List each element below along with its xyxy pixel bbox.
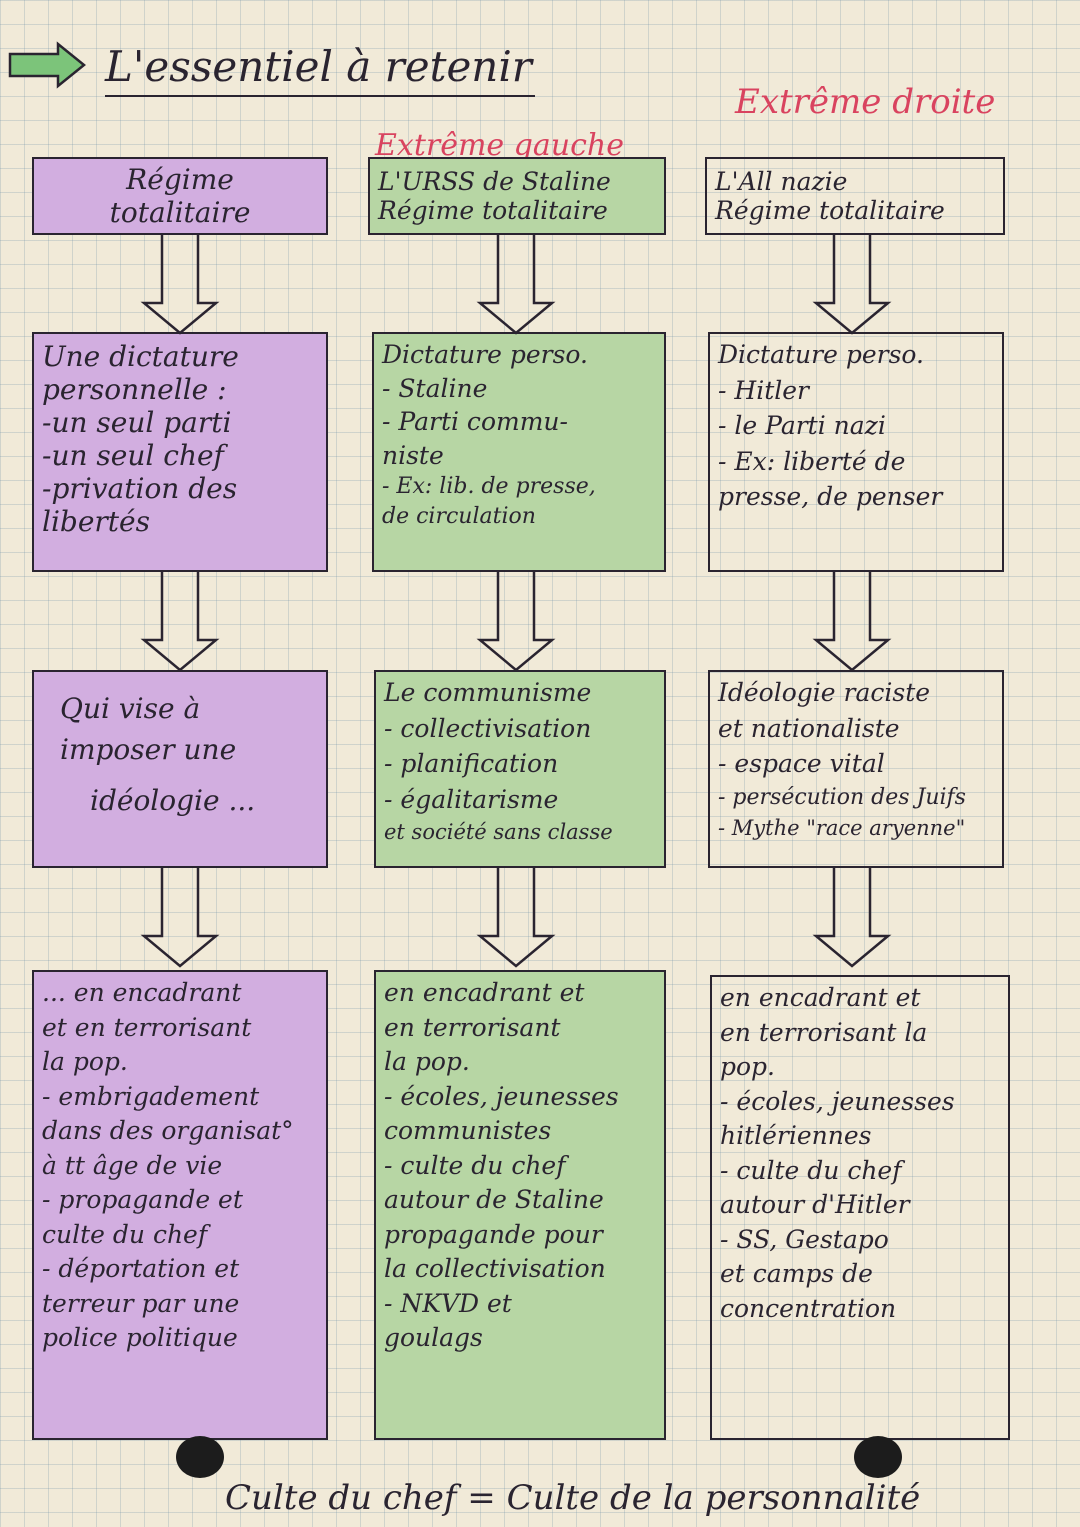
box-urss-ideologie: Le communisme - collectivisation - plani… — [374, 670, 666, 868]
page-title: L'essentiel à retenir — [105, 42, 535, 97]
arrow-right-outline-icon — [8, 41, 86, 89]
punch-hole-icon — [854, 1436, 902, 1478]
box-allemagne-dictature: Dictature perso. - Hitler - le Parti naz… — [708, 332, 1004, 572]
label-extreme-droite: Extrême droite — [735, 82, 996, 122]
box-urss-encadrement: en encadrant et en terrorisant la pop. -… — [374, 970, 666, 1440]
box-general-encadrement: ... en encadrant et en terrorisant la po… — [32, 970, 328, 1440]
arrow-down-outline-icon — [812, 572, 892, 672]
arrow-down-outline-icon — [476, 235, 556, 335]
box-allemagne-encadrement: en encadrant et en terrorisant la pop. -… — [710, 975, 1010, 1440]
box-urss-head: L'URSS de Staline Régime totalitaire — [368, 157, 666, 235]
arrow-down-outline-icon — [812, 868, 892, 968]
arrow-down-outline-icon — [812, 235, 892, 335]
arrow-down-outline-icon — [476, 572, 556, 672]
footer-note: Culte du chef = Culte de la personnalité — [225, 1478, 921, 1518]
box-urss-dictature: Dictature perso. - Staline - Parti commu… — [372, 332, 666, 572]
arrow-down-outline-icon — [140, 235, 220, 335]
arrow-down-outline-icon — [140, 572, 220, 672]
arrow-down-outline-icon — [140, 868, 220, 968]
arrow-down-outline-icon — [476, 868, 556, 968]
punch-hole-icon — [176, 1436, 224, 1478]
box-general-ideologie: Qui vise à imposer une idéologie ... — [32, 670, 328, 868]
box-general-dictature: Une dictature personnelle : -un seul par… — [32, 332, 328, 572]
box-general-head: Régime totalitaire — [32, 157, 328, 235]
box-allemagne-head: L'All nazie Régime totalitaire — [705, 157, 1005, 235]
box-allemagne-ideologie: Idéologie raciste et nationaliste - espa… — [708, 670, 1004, 868]
